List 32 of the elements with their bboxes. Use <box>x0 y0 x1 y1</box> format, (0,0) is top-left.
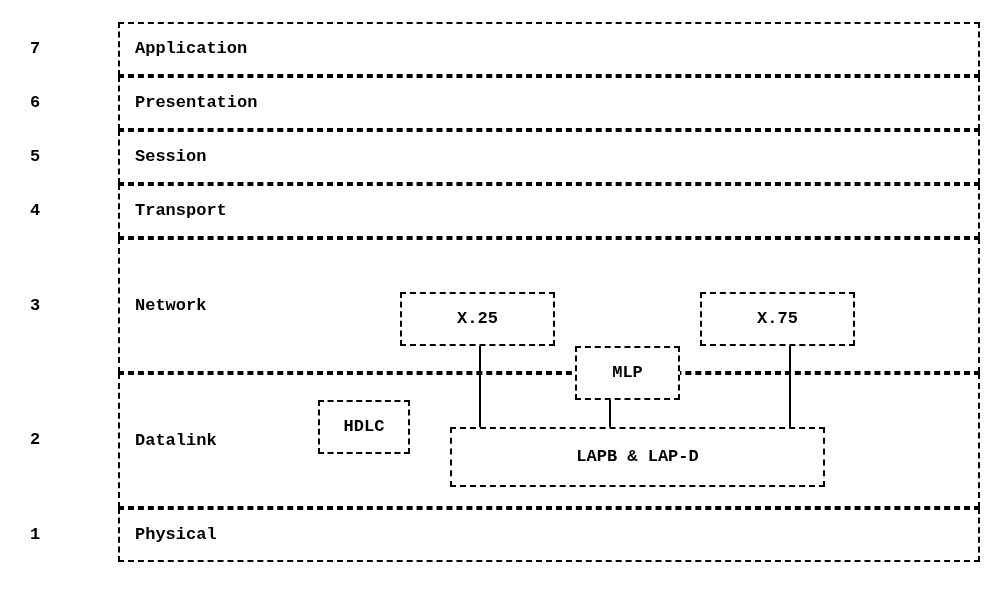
layer-number: 6 <box>30 93 41 113</box>
protocol-name: MLP <box>611 363 644 383</box>
protocol-name: LAPB & LAP-D <box>575 447 700 467</box>
layer-number: 4 <box>30 201 41 221</box>
protocol-name: X.25 <box>456 309 499 329</box>
protocol-box <box>400 292 555 346</box>
protocol-box <box>318 400 410 454</box>
layer-box <box>118 184 980 238</box>
layer-name: Datalink <box>135 430 217 451</box>
layer-box <box>118 508 980 562</box>
layer-number: 1 <box>30 525 41 545</box>
layer-number: 5 <box>30 147 41 167</box>
connector-line <box>609 399 611 428</box>
layer-name: Session <box>135 147 207 167</box>
protocol-box <box>450 427 825 487</box>
layer-name: Presentation <box>135 93 258 113</box>
layer-box <box>118 22 980 76</box>
protocol-name: HDLC <box>342 417 386 437</box>
layer-number: 2 <box>30 430 41 450</box>
layer-number: 3 <box>30 296 41 316</box>
layer-name: Application <box>135 39 248 59</box>
layer-name: Physical <box>135 525 217 545</box>
protocol-name: X.75 <box>756 309 799 329</box>
protocol-box <box>700 292 855 346</box>
connector-line <box>789 345 791 428</box>
protocol-box <box>575 346 680 400</box>
layer-box <box>118 76 980 130</box>
layer-box <box>118 130 980 184</box>
connector-line <box>479 345 481 428</box>
layer-name: Network <box>135 295 207 316</box>
layer-number: 7 <box>30 39 41 59</box>
layer-name: Transport <box>135 201 227 221</box>
